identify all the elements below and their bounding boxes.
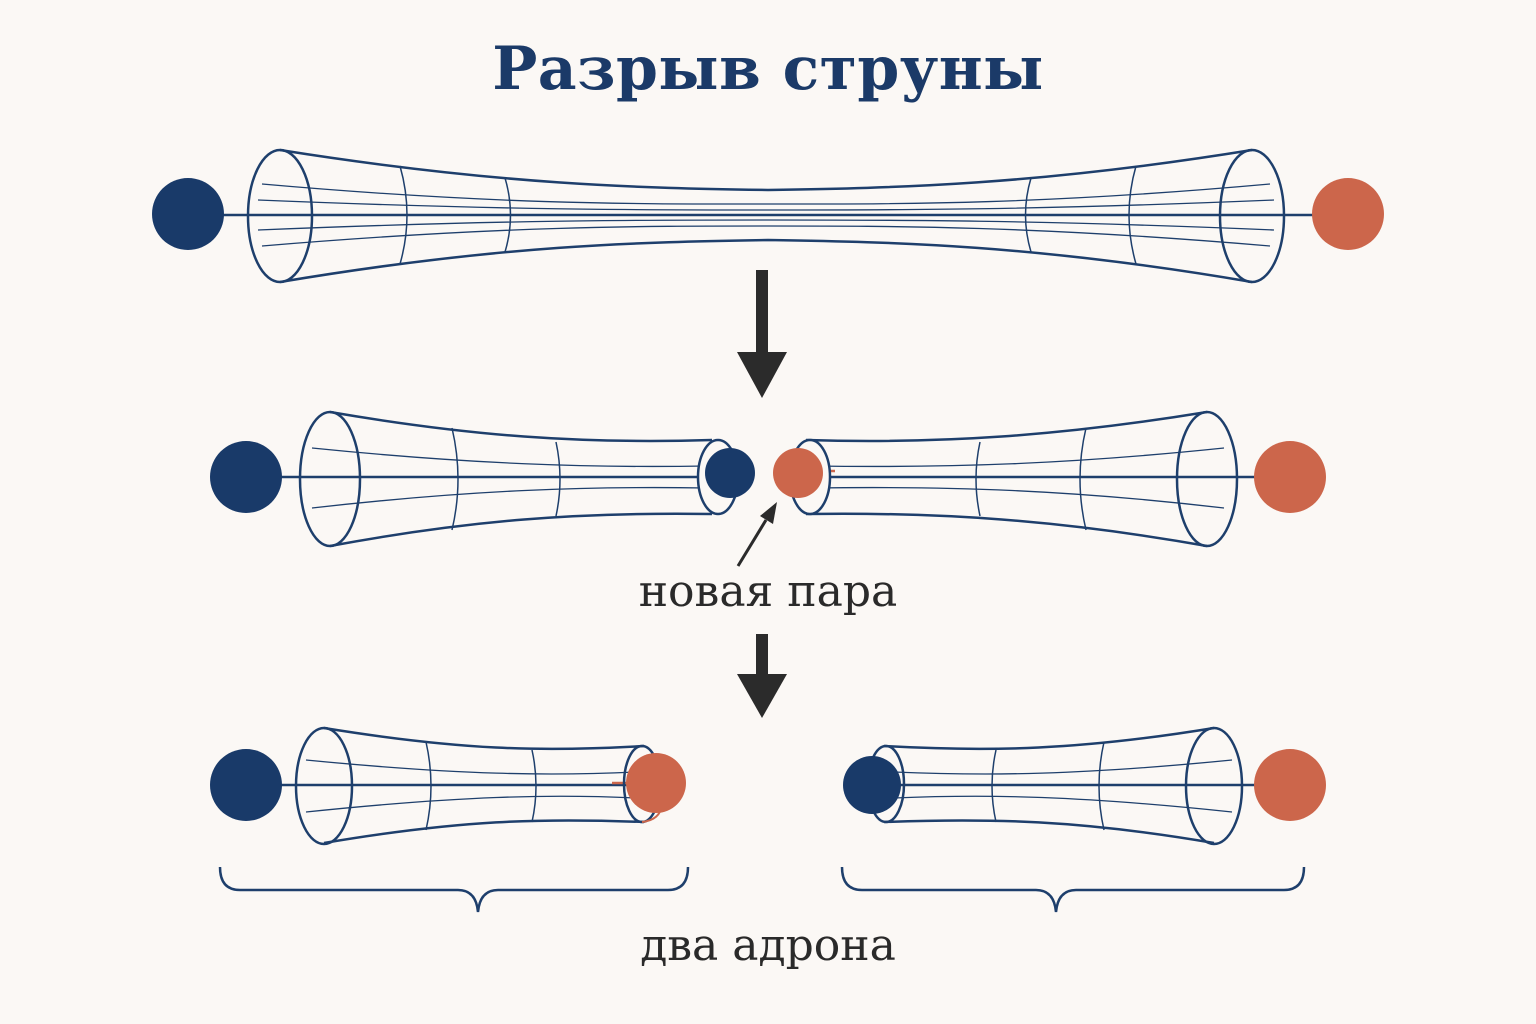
hadron-left [210,726,686,846]
brace-right [840,866,1306,913]
brace-left [218,866,690,913]
quark [843,756,901,814]
arrow-down-2 [737,634,787,718]
tube-longitudinal-lines [257,183,1275,247]
antiquark-right [1312,178,1384,250]
hadron-right [843,726,1326,846]
new-pair-pointer-arrow [736,502,777,567]
right-string-segment [773,410,1326,548]
antiquark [1254,749,1326,821]
tube-end-ring [246,148,314,284]
stage-2-string-breaks [210,410,1326,567]
new-antiquark [773,448,823,498]
stage-1-stretched-string [152,148,1384,284]
arrow-down-1 [737,270,787,398]
quark-left [152,178,224,250]
quark-left [210,441,282,513]
antiquark-right [1254,441,1326,513]
diagram-title: Разрыв струны [492,34,1044,104]
quark [210,749,282,821]
tube-end-ring [1218,148,1286,284]
flux-tube [279,148,1253,284]
antiquark [626,753,686,813]
two-hadrons-label: два адрона [640,920,896,971]
new-quark [705,448,755,498]
left-string-segment [210,410,755,548]
new-pair-label: новая пара [638,566,898,617]
stage-3-two-hadrons [210,726,1326,913]
tube-cross-rings [399,165,1137,265]
